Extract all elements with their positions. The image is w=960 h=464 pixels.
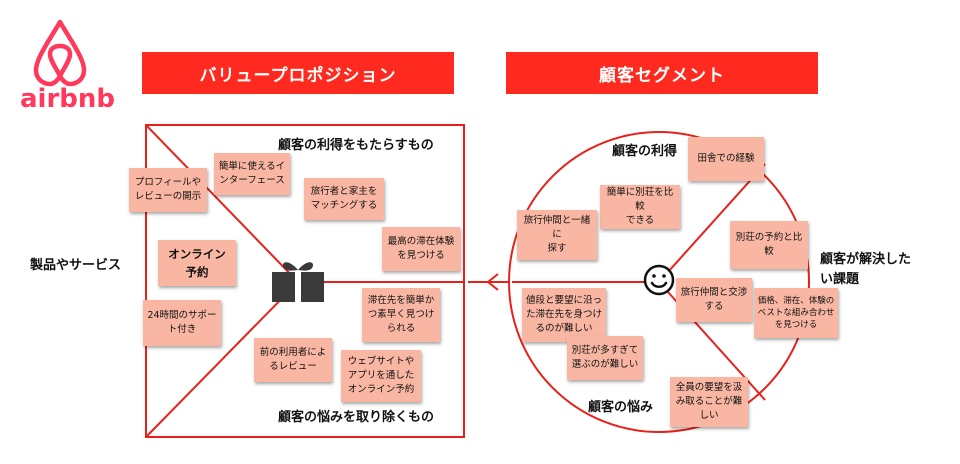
note-hard-to-find: 値段と要望に沿っ た滞在先を身つけ るのが難しい (522, 288, 606, 342)
note-country-experience: 田舎での経験 (688, 137, 764, 181)
note-easy-compare: 簡単に別荘を比較 できる (600, 185, 680, 229)
note-easy-interface: 簡単に使えるイ ンターフェース (214, 153, 290, 195)
smiley-face-icon (643, 264, 675, 296)
customer-gains-title: 顧客の利得 (612, 144, 678, 159)
note-web-app-booking: ウェブサイトや アプリを通した オンライン予約 (341, 350, 421, 402)
note-previous-reviews: 前の利用者によ るレビュー (254, 338, 332, 382)
note-all-needs: 全員の要望を汲 み取ることが難 しい (670, 377, 748, 427)
note-best-stay: 最高の滞在体験 を見つける (382, 227, 460, 271)
note-best-combination: 価格、滞在、体験の ベストな組み合わせ を見つける (754, 288, 838, 338)
banner-customer-segment: 顧客セグメント (506, 52, 818, 94)
note-matching: 旅行者と家主を マッチングする (304, 178, 384, 220)
airbnb-logo-icon (33, 19, 87, 87)
note-profile-reviews: プロフィールや レビューの開示 (129, 168, 207, 212)
products-services-title: 製品やサービス (30, 258, 122, 273)
customer-pains-title: 顧客の悩み (588, 400, 654, 415)
note-too-many-choices: 別荘が多すぎて 選ぶのが難しい (567, 336, 643, 380)
banner-value-proposition: バリュープロポジション (142, 52, 454, 94)
gains-creators-title: 顧客の利得をもたらすもの (278, 138, 434, 153)
pain-relievers-title: 顧客の悩みを取り除くもの (278, 410, 435, 425)
airbnb-wordmark: airbnb (20, 84, 116, 114)
note-easy-find: 滞在先を簡単か つ素早く見つけ られる (362, 288, 440, 342)
note-booking-compare: 別荘の予約と比較 (730, 221, 808, 269)
note-24h-support: 24時間のサポー ト付き (143, 300, 221, 346)
gift-icon (272, 262, 324, 302)
note-online-booking: オンライン 予約 (158, 240, 236, 286)
note-search-together: 旅行仲間と一緒に 探す (517, 210, 597, 260)
customer-jobs-title: 顧客が解決した い課題 (820, 252, 912, 287)
note-negotiate: 旅行仲間と交渉 する (676, 278, 752, 322)
